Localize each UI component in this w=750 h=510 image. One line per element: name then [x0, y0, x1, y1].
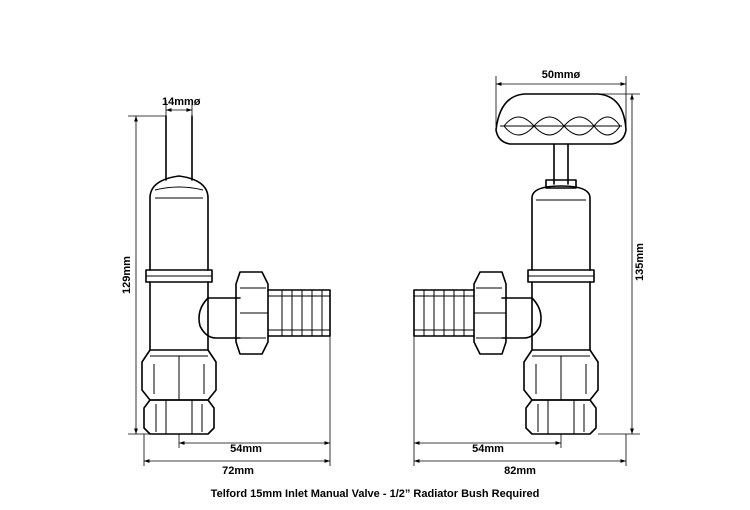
left-inner-width-label: 54mm: [230, 443, 262, 455]
right-outer-width-label: 82mm: [504, 465, 536, 477]
right-inner-width-label: 54mm: [472, 443, 504, 455]
right-valve-drawing: [413, 93, 627, 435]
right-head-diameter-label: 50mmø: [542, 69, 581, 81]
diagram-caption: Telford 15mm Inlet Manual Valve - 1/2” R…: [210, 488, 540, 500]
left-height-label: 129mm: [121, 256, 133, 294]
left-pipe-diameter-label: 14mmø: [162, 96, 201, 108]
right-dimensions: 50mmø 135mm 54mm 82mm: [413, 69, 646, 477]
left-outer-width-label: 72mm: [222, 465, 254, 477]
left-dimensions: 14mmø 129mm 54mm 72mm: [121, 96, 331, 477]
right-height-label: 135mm: [634, 243, 646, 281]
left-valve-drawing: [141, 115, 331, 435]
